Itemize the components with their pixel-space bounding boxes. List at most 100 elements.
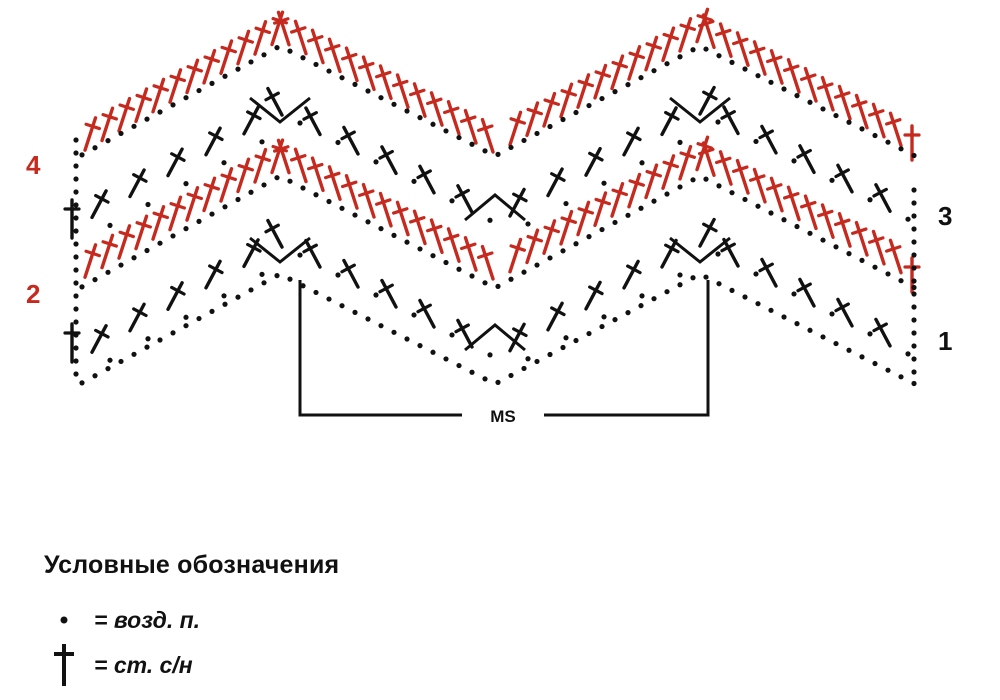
chain-dot — [365, 219, 371, 225]
red-stitch — [409, 209, 427, 246]
chain-dot — [430, 121, 436, 127]
chain-dot — [521, 269, 527, 275]
chain-dot — [781, 86, 787, 92]
chain-dot — [335, 139, 341, 146]
black-stitch — [302, 238, 322, 269]
row-label-3: 3 — [938, 201, 953, 231]
black-stitch — [546, 167, 566, 198]
red-stitch — [270, 10, 288, 47]
chain-dot — [73, 332, 79, 338]
black-stitch — [416, 164, 436, 195]
chain-dot — [664, 289, 670, 295]
chain-dot — [911, 152, 917, 159]
red-stitch — [593, 63, 611, 100]
red-stitch — [800, 66, 818, 103]
black-stitch — [302, 106, 322, 137]
red-stitch — [375, 64, 393, 101]
chain-dot — [73, 358, 79, 364]
chain-dot — [573, 241, 579, 247]
red-stitch — [817, 75, 835, 112]
black-stitch — [796, 144, 816, 175]
chain-dot — [404, 108, 410, 114]
red-stitch — [783, 57, 801, 94]
chain-dot — [846, 119, 852, 125]
black-edge-stitch — [63, 322, 81, 364]
black-stitch — [454, 184, 474, 214]
red-stitch — [100, 233, 118, 270]
chain-dot — [373, 159, 379, 165]
black-stitch — [264, 86, 284, 117]
chain-dot — [221, 293, 227, 299]
red-stitch — [273, 138, 291, 175]
chain-dot — [664, 61, 670, 67]
red-stitch — [290, 147, 308, 184]
chain-dot — [170, 102, 176, 108]
chain-dot — [196, 87, 202, 94]
chain-dot — [639, 160, 645, 166]
black-stitch — [698, 85, 718, 116]
chain-dot — [885, 271, 891, 277]
chain-dot — [157, 240, 163, 246]
red-stitch — [392, 200, 410, 237]
chain-dot — [373, 292, 379, 298]
chain-dot — [651, 68, 657, 74]
chain-dot — [729, 190, 735, 196]
chain-dot — [287, 276, 293, 282]
red-stitch — [324, 37, 342, 74]
chain-dot — [313, 61, 319, 68]
chain-dot — [487, 352, 493, 358]
chain-dot — [335, 272, 341, 278]
black-stitch — [508, 187, 528, 218]
chain-dot — [911, 265, 917, 271]
red-stitch — [559, 82, 577, 119]
chain-dot — [235, 294, 241, 300]
chain-dot — [144, 344, 150, 350]
chain-dot — [73, 176, 79, 182]
chain-dot — [911, 380, 917, 387]
chain-dot — [563, 335, 569, 341]
chain-dot — [547, 255, 553, 261]
chain-dot — [820, 334, 826, 340]
chain-dot — [911, 187, 917, 193]
chain-dot — [867, 331, 873, 337]
red-stitch — [627, 45, 645, 81]
chain-dot — [339, 205, 345, 211]
black-stitch — [242, 105, 262, 136]
chain-dot — [79, 284, 85, 290]
chain-dot — [677, 54, 683, 60]
chain-dot — [677, 282, 683, 288]
repeat-label: MS — [490, 407, 516, 426]
chain-dot — [411, 178, 417, 184]
chain-dot — [560, 344, 566, 351]
chain-dot — [911, 356, 917, 362]
red-stitch — [202, 48, 220, 85]
chain-dot — [911, 252, 917, 258]
red-stitch — [542, 219, 560, 255]
chain-dot — [297, 252, 303, 258]
chain-dot — [807, 230, 813, 236]
chain-dot — [430, 253, 436, 259]
chain-dot — [753, 271, 759, 277]
chain-dot — [339, 303, 345, 309]
chain-dot — [73, 345, 79, 351]
red-stitch — [185, 58, 203, 95]
chain-dot — [417, 246, 423, 252]
black-stitch — [834, 163, 854, 194]
chain-dot — [107, 222, 113, 228]
chain-dot — [716, 53, 722, 59]
red-stitch — [460, 236, 478, 272]
shell-valley-mark — [669, 96, 731, 124]
chain-dot — [586, 234, 592, 240]
legend-item-double-crochet: = ст. с/н — [44, 644, 193, 686]
chain-dot — [677, 272, 683, 278]
chain-dot — [352, 81, 358, 87]
shell-valley-mark — [249, 96, 311, 124]
chain-dot — [495, 151, 501, 157]
chain-dot — [287, 178, 293, 184]
chain-dot — [755, 73, 761, 79]
red-stitch — [885, 111, 903, 148]
red-stitch — [426, 218, 444, 255]
chain-dot — [791, 158, 797, 164]
chain-dot — [911, 200, 917, 206]
black-stitch — [90, 324, 110, 354]
